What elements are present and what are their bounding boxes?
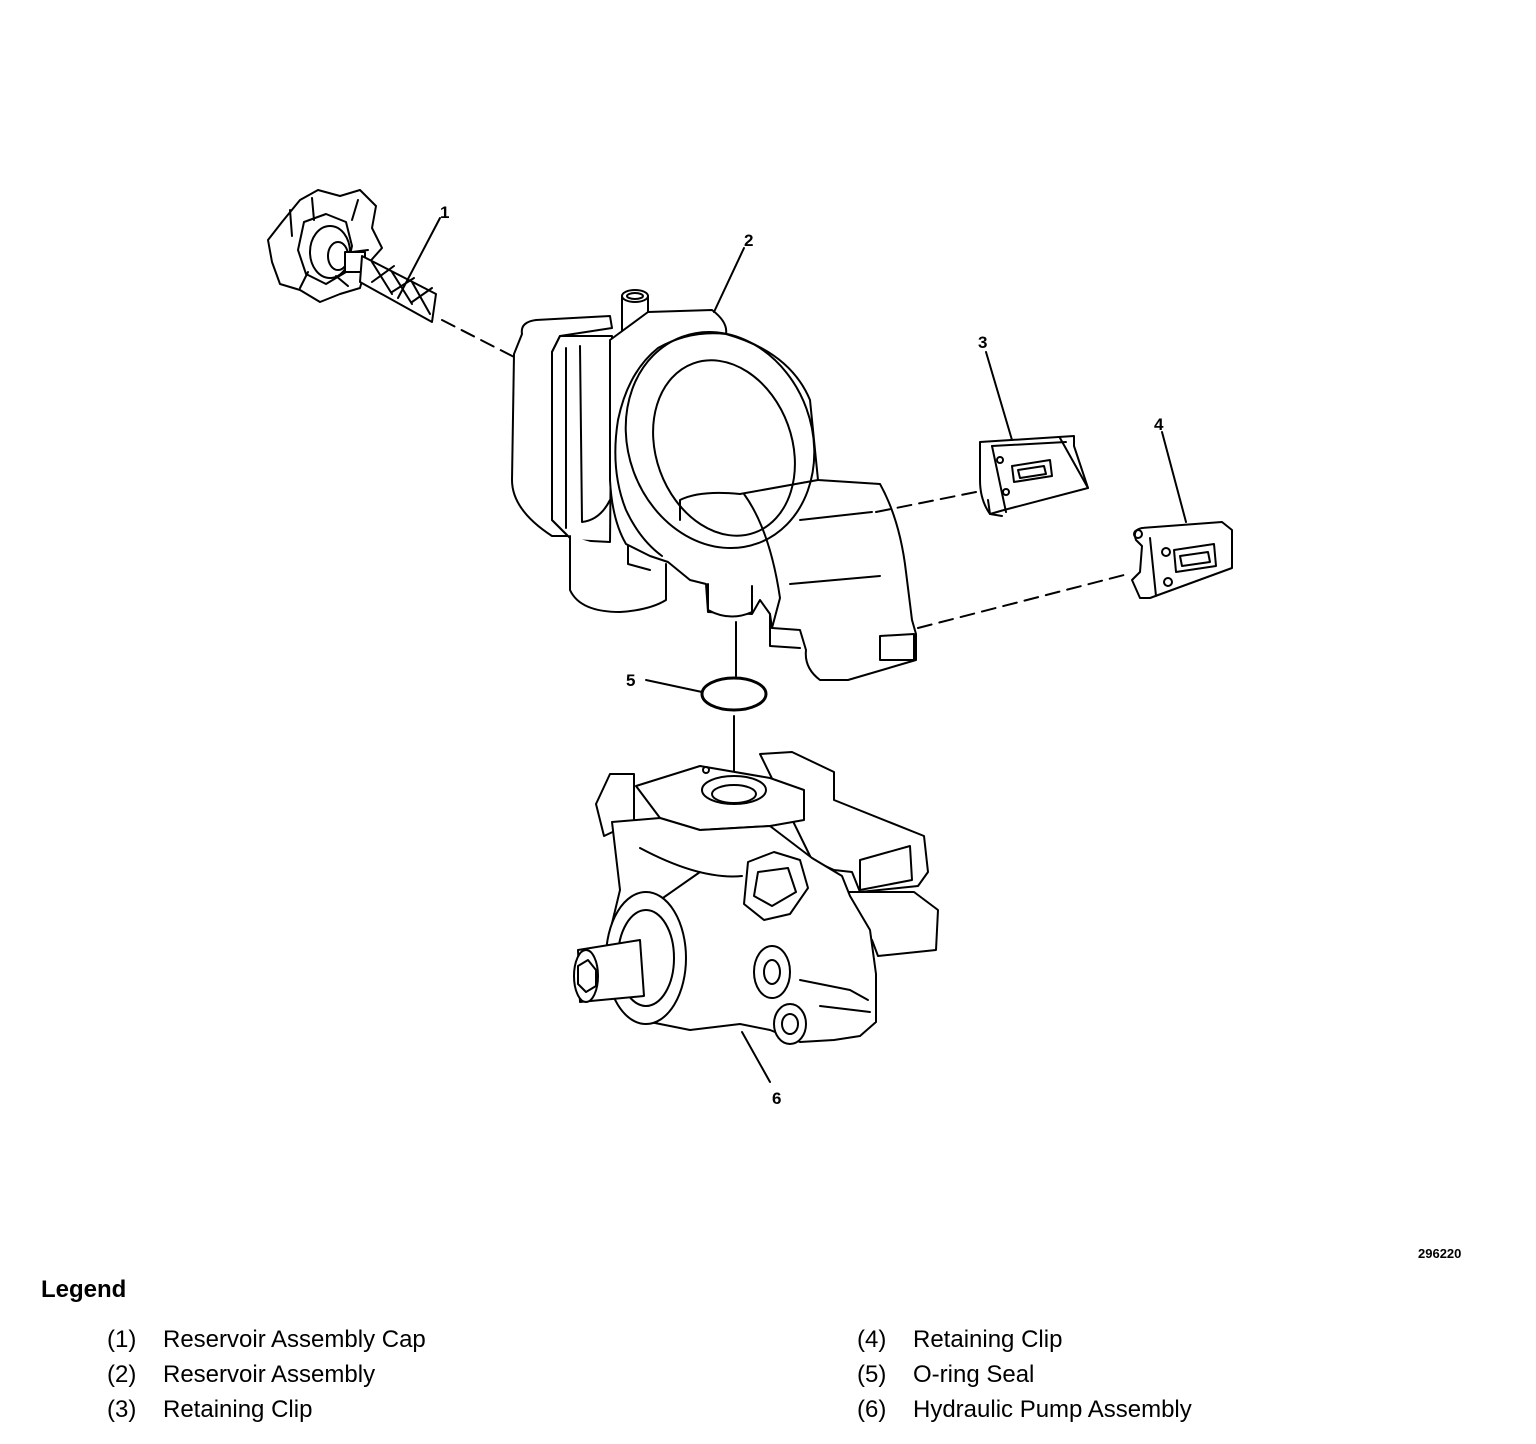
legend-item-label: Retaining Clip: [913, 1326, 1063, 1353]
legend-column-left: (1) Reservoir Assembly Cap (2) Reservoir A…: [107, 1326, 827, 1431]
legend-item-number: (4): [857, 1326, 887, 1353]
callout-3: 3: [978, 333, 987, 352]
leader-5: [646, 680, 702, 692]
leader-3: [986, 352, 1012, 440]
callout-6: 6: [772, 1089, 781, 1108]
legend-item-label: Reservoir Assembly: [163, 1361, 376, 1388]
callout-5: 5: [626, 671, 635, 690]
reservoir-cap-part: [268, 190, 436, 322]
leader-1: [398, 218, 440, 298]
legend-item-number: (2): [107, 1361, 137, 1388]
legend-item: (1) Reservoir Assembly Cap: [107, 1326, 827, 1361]
leader-2: [714, 248, 744, 312]
legend-item: (4) Retaining Clip: [857, 1326, 1536, 1361]
legend-item: (3) Retaining Clip: [107, 1396, 827, 1431]
callout-1: 1: [440, 203, 449, 222]
retaining-clip-3-part: [980, 436, 1088, 516]
leader-cap-to-reservoir: [442, 320, 516, 358]
leader-clip4-to-reservoir: [918, 574, 1128, 628]
leader-6: [742, 1032, 770, 1082]
legend-item: (5) O-ring Seal: [857, 1361, 1536, 1396]
legend-item-number: (1): [107, 1326, 137, 1353]
o-ring-seal-part: [702, 678, 766, 710]
legend-item: (6) Hydraulic Pump Assembly: [857, 1396, 1536, 1431]
callout-4: 4: [1154, 415, 1164, 434]
legend-item-number: (3): [107, 1396, 137, 1423]
figure-id: 296220: [1418, 1246, 1462, 1261]
legend-item: (2) Reservoir Assembly: [107, 1361, 827, 1396]
legend-title: Legend: [41, 1276, 127, 1303]
legend-item-label: Reservoir Assembly Cap: [163, 1326, 426, 1353]
legend-column-right: (4) Retaining Clip (5) O-ring Seal (6) Hydr…: [857, 1326, 1536, 1431]
legend-item-label: Retaining Clip: [163, 1396, 313, 1423]
legend-item-number: (5): [857, 1361, 887, 1388]
hydraulic-pump-part: [574, 752, 938, 1044]
legend-item-label: Hydraulic Pump Assembly: [913, 1396, 1192, 1423]
legend-item-number: (6): [857, 1396, 887, 1423]
callout-2: 2: [744, 231, 753, 250]
leader-4: [1162, 432, 1186, 522]
leader-clip3-to-reservoir: [876, 492, 976, 512]
retaining-clip-4-part: [1132, 522, 1232, 598]
reservoir-assembly-part: [512, 290, 916, 680]
legend-item-label: O-ring Seal: [913, 1361, 1035, 1388]
exploded-view-diagram: 1 2 3 4 5 6: [0, 0, 1536, 1108]
